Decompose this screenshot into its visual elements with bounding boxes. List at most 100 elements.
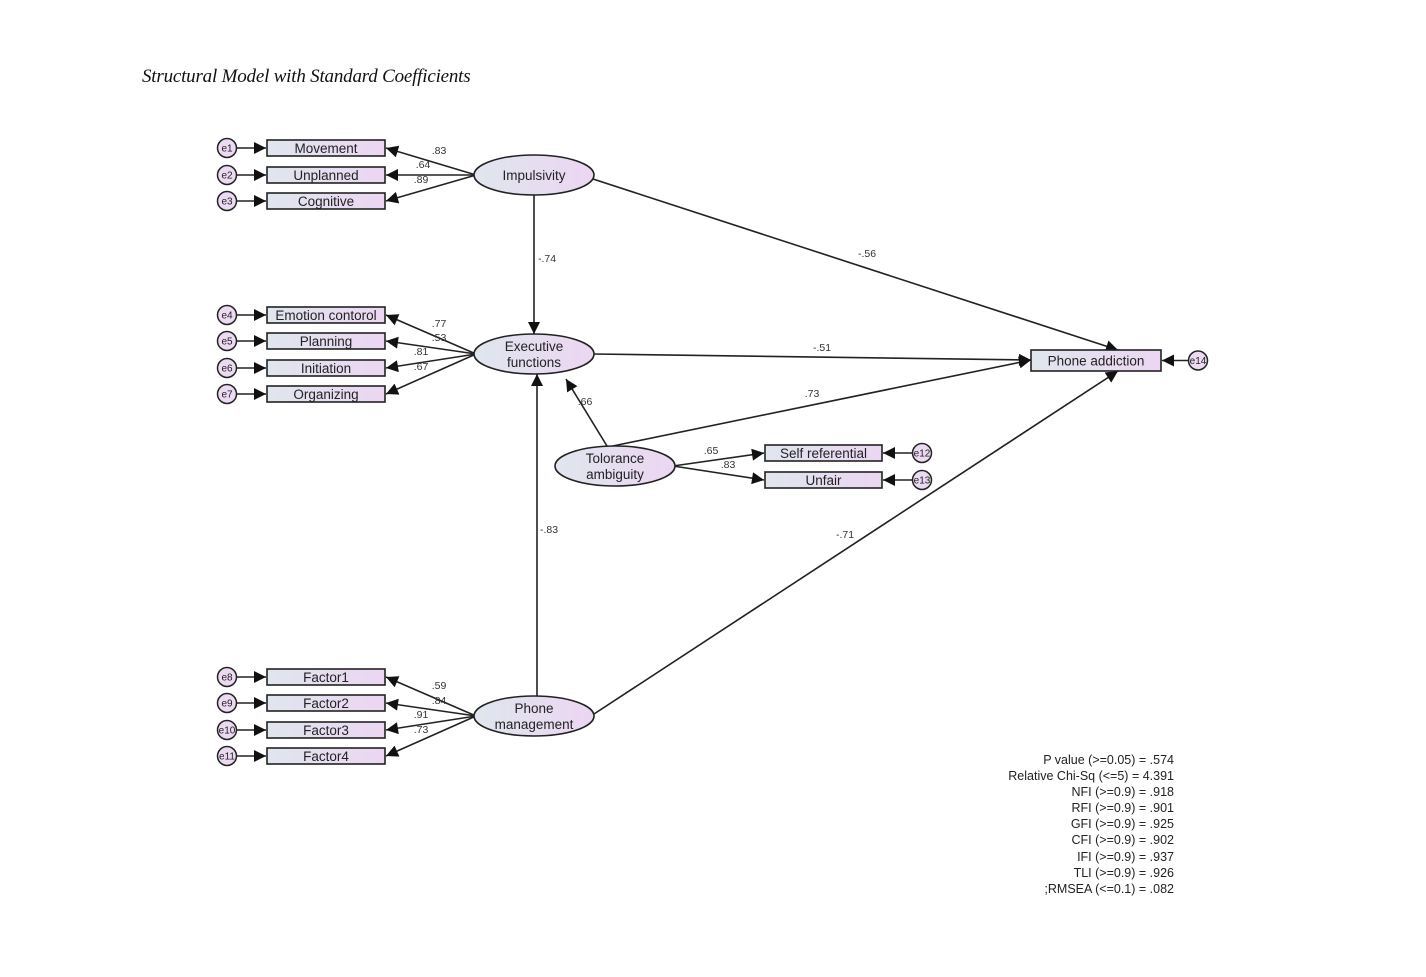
error-label: e1 xyxy=(221,144,233,155)
loading-coefficient: .65 xyxy=(704,445,719,457)
observed-box xyxy=(266,332,386,350)
observed-label: Factor1 xyxy=(303,670,349,685)
observed-emotion: Emotion contorol xyxy=(266,306,386,324)
loading-unfair xyxy=(672,465,765,485)
observed-box xyxy=(266,306,386,324)
latent-label: Phone xyxy=(514,701,553,716)
path-coefficient: -.83 xyxy=(540,524,558,536)
error-circle xyxy=(216,164,238,186)
observed-label: Organizing xyxy=(293,387,358,402)
loading-factor3 xyxy=(385,715,477,735)
nodes-layer: Movemente1Unplannede2Cognitivee3Emotion … xyxy=(216,137,1209,767)
loading-coefficient: .84 xyxy=(432,695,447,707)
error-label: e8 xyxy=(221,673,233,684)
observed-box xyxy=(266,747,386,765)
coefficients-layer: -.74-.56-.51.66.73-.83-.71.83.64.89.77.5… xyxy=(414,145,877,736)
loading-emotion xyxy=(385,314,477,355)
loading-factor2 xyxy=(385,698,477,717)
observed-label: Factor2 xyxy=(303,696,349,711)
observed-unplanned: Unplanned xyxy=(266,166,386,184)
latent-label: management xyxy=(495,717,574,732)
fit-index-line: NFI (>=0.9) = .918 xyxy=(1071,785,1174,800)
loading-selfref xyxy=(672,448,765,467)
error-circle xyxy=(1187,350,1209,371)
error-label: e5 xyxy=(221,337,233,348)
error-label: e11 xyxy=(219,752,235,763)
error-e6: e6 xyxy=(216,357,238,379)
observed-box xyxy=(1030,349,1162,372)
observed-label: Self referential xyxy=(780,446,867,461)
error-e4: e4 xyxy=(216,304,238,326)
path-coefficient: -.51 xyxy=(813,342,831,354)
path-phone_mgmt-to-addiction xyxy=(593,370,1119,715)
loading-cognitive xyxy=(385,174,477,204)
fit-index-line: ;RMSEA (<=0.1) = .082 xyxy=(1044,881,1174,896)
latent-ellipse xyxy=(554,445,676,487)
error-circle xyxy=(216,190,238,212)
error-circle xyxy=(216,304,238,326)
path-coefficient: -.71 xyxy=(836,529,854,541)
error-e7: e7 xyxy=(216,383,238,405)
loading-organizing xyxy=(385,353,477,395)
observed-label: Phone addiction xyxy=(1048,354,1145,369)
loading-coefficient: .83 xyxy=(721,459,736,471)
error-e11: e11 xyxy=(216,745,238,767)
path-tolerance-to-addiction xyxy=(607,356,1032,448)
error-e13: e13 xyxy=(911,469,933,491)
loading-coefficient: .77 xyxy=(432,318,447,330)
observed-box xyxy=(266,385,386,403)
observed-label: Planning xyxy=(300,334,353,349)
latent-label: ambiguity xyxy=(586,467,644,482)
error-circle xyxy=(216,383,238,405)
observed-unfair: Unfair xyxy=(764,471,883,489)
path-coefficient: .73 xyxy=(805,388,820,400)
error-e3: e3 xyxy=(216,190,238,212)
observed-box xyxy=(266,139,386,157)
loading-coefficient: .64 xyxy=(416,159,431,171)
latent-label: Executive xyxy=(505,339,564,354)
error-circle xyxy=(216,719,238,741)
error-circle xyxy=(911,442,933,464)
fit-index-line: RFI (>=0.9) = .901 xyxy=(1071,801,1174,816)
loading-coefficient: .67 xyxy=(414,361,429,373)
edges-layer xyxy=(236,142,1189,762)
fit-index-line: Relative Chi-Sq (<=5) = 4.391 xyxy=(1008,769,1174,784)
loading-factor1 xyxy=(385,676,477,717)
observed-organizing: Organizing xyxy=(266,385,386,403)
loading-coefficient: .73 xyxy=(414,724,429,736)
error-label: e13 xyxy=(914,476,931,487)
observed-movement: Movement xyxy=(266,139,386,157)
error-label: e10 xyxy=(219,726,236,737)
error-label: e7 xyxy=(221,390,233,401)
observed-label: Emotion contorol xyxy=(275,308,376,323)
path-executive-to-addiction xyxy=(593,353,1032,366)
path-coefficient: -.74 xyxy=(538,253,556,265)
loading-planning xyxy=(385,336,477,355)
observed-factor2: Factor2 xyxy=(266,694,386,712)
error-label: e9 xyxy=(221,699,233,710)
fit-index-line: TLI (>=0.9) = .926 xyxy=(1073,865,1174,880)
observed-box xyxy=(266,359,386,377)
error-circle xyxy=(216,692,238,714)
observed-factor4: Factor4 xyxy=(266,747,386,765)
observed-label: Initiation xyxy=(301,361,351,376)
loading-coefficient: .53 xyxy=(432,332,447,344)
loading-coefficient: .59 xyxy=(432,680,447,692)
path-coefficient: .66 xyxy=(578,396,593,408)
observed-cognitive: Cognitive xyxy=(266,192,386,210)
error-circle xyxy=(216,330,238,352)
error-e14: e14 xyxy=(1187,350,1209,371)
error-circle xyxy=(216,666,238,688)
loading-factor4 xyxy=(385,715,477,757)
latent-ellipse xyxy=(473,154,595,196)
fit-index-line: P value (>=0.05) = .574 xyxy=(1043,753,1174,767)
error-circle xyxy=(216,137,238,159)
observed-box xyxy=(266,166,386,184)
observed-factor1: Factor1 xyxy=(266,668,386,686)
observed-box xyxy=(266,721,386,739)
